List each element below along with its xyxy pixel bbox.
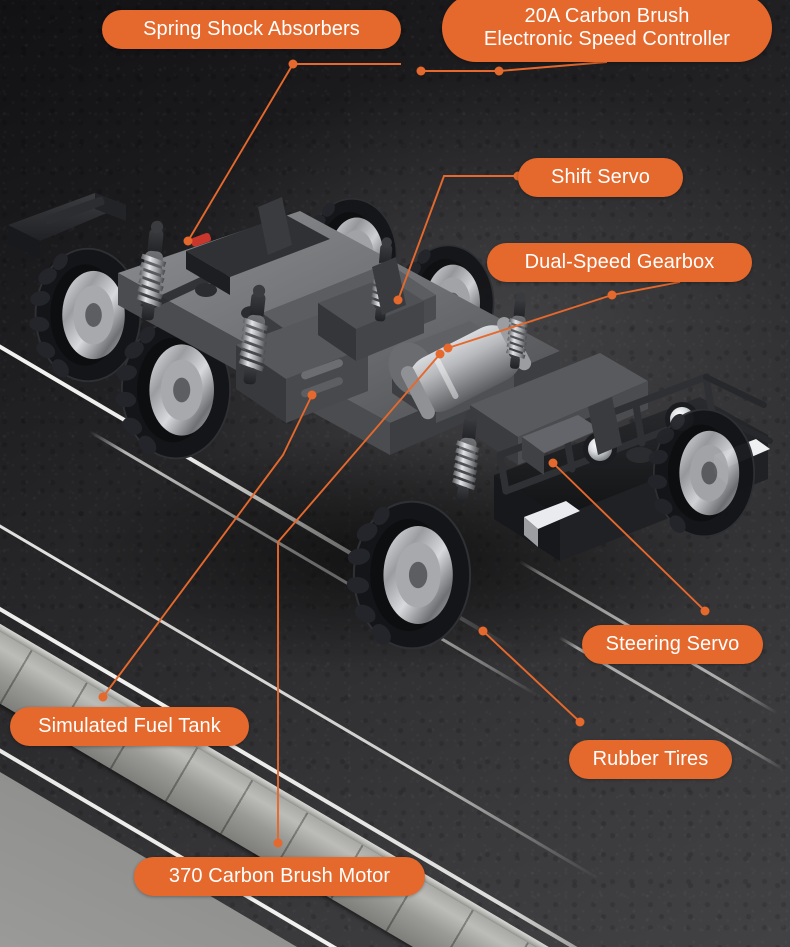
callout-steering-servo[interactable]: Steering Servo [582,625,763,664]
callout-shift-servo[interactable]: Shift Servo [518,158,683,197]
rc-truck-chassis [8,193,773,675]
callout-370-carbon-brush-motor[interactable]: 370 Carbon Brush Motor [134,857,425,896]
callout-spring-shock-absorbers[interactable]: Spring Shock Absorbers [102,10,401,49]
steering-servo [522,415,600,475]
callout-esc[interactable]: 20A Carbon Brush Electronic Speed Contro… [442,0,772,62]
callout-rubber-tires[interactable]: Rubber Tires [569,740,732,779]
callout-dual-speed-gearbox[interactable]: Dual-Speed Gearbox [487,243,752,282]
rear-bumper [8,193,126,259]
wheel-rear-left [27,247,142,383]
callout-simulated-fuel-tank[interactable]: Simulated Fuel Tank [10,707,249,746]
